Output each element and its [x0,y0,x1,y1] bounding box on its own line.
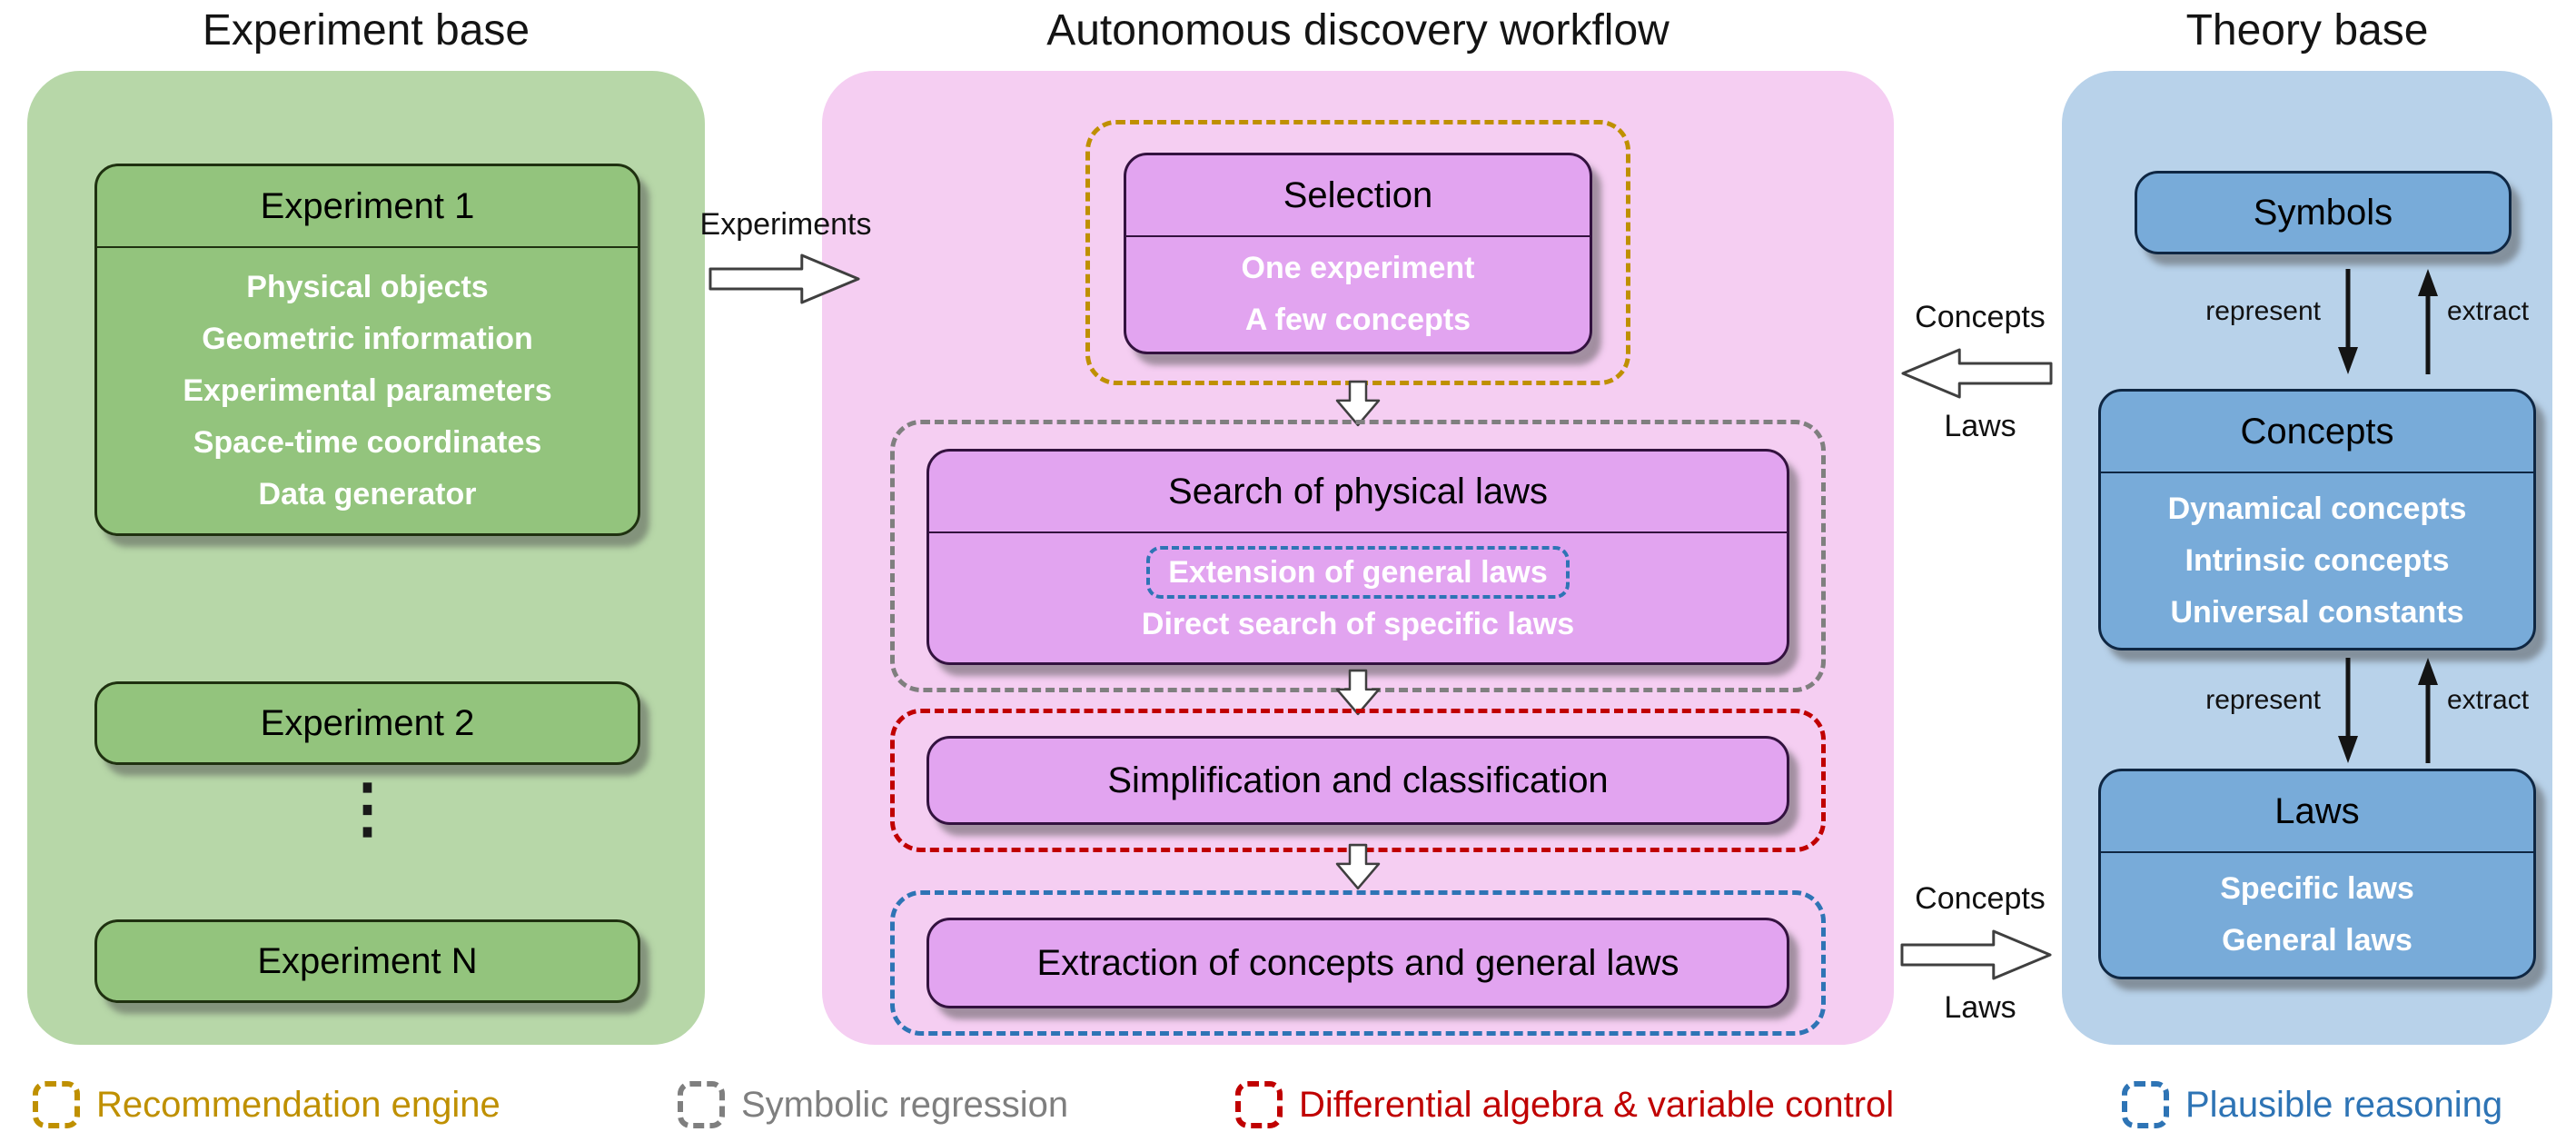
symbolic-regression-legend-swatch [678,1081,725,1128]
represent-label: represent [2205,685,2321,715]
workflow-down-arrow-icon [1335,380,1381,427]
workflow-title: Autonomous discovery workflow [1046,6,1669,55]
differential-algebra-legend-label: Differential algebra & variable control [1299,1085,1895,1125]
experiment-2-box: Experiment 2 [94,681,640,765]
extract-label: extract [2447,296,2530,326]
represent-down-arrow-icon [2338,658,2358,763]
laws-item: General laws [2222,923,2413,958]
extraction-box: Extraction of concepts and general laws [926,918,1789,1008]
selection-box: Selection One experiment A few concepts [1124,153,1592,354]
extract-up-arrow-icon [2418,658,2438,763]
recommendation-engine-legend-label: Recommendation engine [96,1085,500,1125]
search-body: Extension of general laws Direct search … [929,533,1787,662]
selection-item: A few concepts [1244,303,1471,337]
simplification-box: Simplification and classification [926,736,1789,825]
recommendation-engine-legend-swatch [33,1081,80,1128]
selection-item: One experiment [1241,251,1475,285]
concepts-item: Intrinsic concepts [2185,542,2450,578]
plausible-reasoning-legend-label: Plausible reasoning [2185,1085,2503,1125]
experiments-right-arrow-icon [708,253,860,304]
selection-title: Selection [1126,155,1590,237]
search-extension-item: Extension of general laws [1168,554,1548,590]
workflow-down-arrow-icon [1335,669,1381,716]
workflow-to-theory-concepts-label: Concepts [1915,881,2046,916]
experiment-1-item: Space-time coordinates [193,424,542,460]
workflow-down-arrow-icon [1335,843,1381,890]
experiment-n-box: Experiment N [94,919,640,1003]
search-box: Search of physical laws Extension of gen… [926,449,1789,665]
workflow-to-theory-laws-label: Laws [1944,990,2016,1025]
plausible-reasoning-inner-dash-frame: Extension of general laws [1146,545,1570,599]
experiment-1-title: Experiment 1 [97,166,638,248]
concepts-body: Dynamical concepts Intrinsic concepts Un… [2101,473,2533,648]
concepts-title: Concepts [2101,392,2533,473]
extract-label: extract [2447,685,2530,715]
concepts-box: Concepts Dynamical concepts Intrinsic co… [2098,389,2536,650]
laws-box: Laws Specific laws General laws [2098,769,2536,979]
extract-up-arrow-icon [2418,269,2438,374]
experiment-1-item: Data generator [258,476,477,511]
simplification-title: Simplification and classification [1107,760,1609,800]
experiments-arrow-label: Experiments [699,207,872,242]
differential-algebra-legend-swatch [1235,1081,1283,1128]
laws-item: Specific laws [2220,871,2414,906]
experiment-1-box: Experiment 1 Physical objects Geometric … [94,164,640,536]
experiments-ellipsis: ⋮ [334,772,401,845]
symbols-box: Symbols [2135,171,2512,254]
theory-to-workflow-left-arrow-icon [1901,348,2053,399]
plausible-reasoning-legend-swatch [2122,1081,2169,1128]
theory-base-title: Theory base [2185,6,2429,55]
symbolic-regression-legend-label: Symbolic regression [741,1085,1069,1125]
represent-down-arrow-icon [2338,269,2358,374]
experiment-1-item: Physical objects [246,269,489,304]
experiment-base-title: Experiment base [202,6,530,55]
symbols-title: Symbols [2253,192,2393,233]
search-title: Search of physical laws [929,452,1787,533]
laws-title: Laws [2101,771,2533,853]
experiment-1-item: Experimental parameters [183,372,552,408]
represent-label: represent [2205,296,2321,326]
plausible-reasoning-dash-frame [890,890,1826,1036]
theory-to-workflow-concepts-label: Concepts [1915,300,2046,334]
concepts-item: Universal constants [2170,594,2464,630]
experiment-1-item: Geometric information [202,321,533,356]
theory-to-workflow-laws-label: Laws [1944,409,2016,443]
extraction-title: Extraction of concepts and general laws [1036,942,1679,983]
concepts-item: Dynamical concepts [2167,491,2467,526]
search-direct-item: Direct search of specific laws [1141,606,1575,641]
experiment-2-title: Experiment 2 [260,702,475,743]
selection-body: One experiment A few concepts [1126,237,1590,352]
laws-body: Specific laws General laws [2101,853,2533,977]
experiment-1-body: Physical objects Geometric information E… [97,248,638,533]
workflow-to-theory-right-arrow-icon [1900,929,2052,980]
experiment-n-title: Experiment N [257,940,478,981]
